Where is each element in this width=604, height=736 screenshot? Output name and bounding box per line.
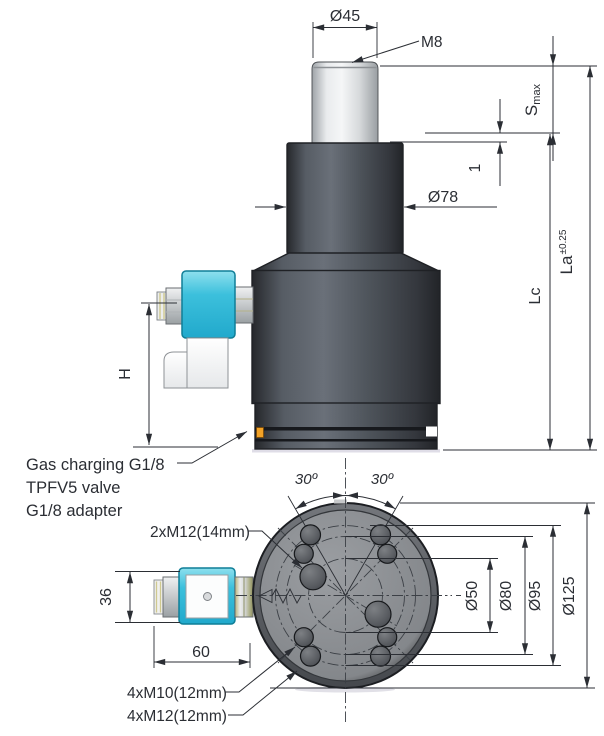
m8-leader	[351, 40, 420, 63]
valve-bracket-left	[163, 351, 188, 389]
bolt-circle-50	[308, 558, 383, 633]
base-rings	[254, 402, 438, 450]
thread-4xm12-label: 4xM12(12mm)	[127, 708, 227, 725]
bottom-view	[153, 458, 461, 722]
thread-4xm10-label: 4xM10(12mm)	[127, 685, 227, 702]
body-dia-label: Ø78	[428, 189, 458, 206]
bolt-circle-95	[275, 525, 416, 666]
h-label: H	[117, 368, 134, 380]
valve-cap-rings-bottom	[155, 581, 162, 613]
side-view-dimensions: Ø45 M8 Smax 1 Ø78 Lc La±0.25 H Ga	[26, 8, 597, 520]
arc-mid-arrow-right	[347, 492, 358, 499]
ext-lines-h	[133, 302, 218, 448]
body-shoulder	[251, 252, 441, 273]
angle-arc	[295, 495, 396, 510]
base-shadow	[252, 449, 440, 453]
nut-facets	[166, 299, 182, 313]
ext-lines-36	[115, 571, 180, 623]
d125-label: Ø125	[561, 576, 578, 615]
nut-facets-2	[235, 298, 253, 312]
leader-2xm12	[248, 530, 303, 569]
hole-m12-top-left	[299, 524, 322, 546]
d95-label: Ø95	[527, 581, 544, 611]
diameter-ext-lines	[270, 502, 595, 689]
dim-36-label: 36	[98, 588, 115, 606]
charging-valve-bottom	[153, 567, 254, 625]
charging-valve-side	[156, 270, 254, 389]
valve-right-nut	[234, 286, 254, 324]
valve-bracket	[186, 337, 229, 389]
gas-port	[256, 427, 264, 438]
hole-m12-deep-left	[299, 563, 327, 591]
thread-label: M8	[421, 34, 443, 51]
d50-label: Ø50	[464, 581, 481, 611]
valve-screw	[203, 592, 212, 601]
valve-cap-bottom	[153, 579, 164, 615]
hole-m12-bottom-left	[299, 645, 322, 667]
smax-label: Smax	[522, 83, 543, 116]
angle-left-label: 30º	[295, 471, 319, 488]
leader-4xm10	[225, 646, 296, 693]
gas-note-3: G1/8 adapter	[26, 502, 123, 520]
gas-note-1: Gas charging G1/8	[26, 456, 165, 474]
hole-m12-top-right	[369, 524, 392, 546]
thread-2xm12-label: 2xM12(14mm)	[150, 524, 250, 541]
la-label: La±0.25	[557, 229, 576, 274]
hole-m12-bottom-right	[369, 645, 392, 667]
valve-cap-rings	[159, 293, 165, 319]
bottom-view-dimensions: 30º 30º Ø50 Ø80 Ø95 Ø125 36 60 2xM12(14m…	[98, 471, 595, 725]
hole-m12-deep-right	[364, 600, 392, 628]
gap-label: 1	[467, 164, 484, 173]
valve-cyl-bottom	[162, 576, 181, 618]
angle-right-label: 30º	[371, 471, 395, 488]
angle-rays-30	[287, 495, 404, 596]
hole-m10-bottom-left	[293, 627, 314, 648]
piston-rod	[311, 61, 379, 145]
side-view	[156, 61, 441, 453]
gas-note-2: TPFV5 valve	[26, 479, 120, 497]
valve-body-cyan	[181, 270, 236, 339]
arc-mid-arrow-left	[333, 492, 344, 499]
base-groove-1	[255, 427, 437, 431]
hole-m10-top-left	[293, 543, 314, 564]
check-valve-symbol	[257, 587, 302, 605]
base-notch	[426, 426, 437, 437]
lower-body	[251, 269, 441, 405]
ext-lines-60	[153, 626, 251, 668]
d80-label: Ø80	[498, 581, 515, 611]
dim-60-label: 60	[192, 644, 210, 661]
base-groove-2	[255, 439, 437, 442]
leader-4xm12	[228, 670, 298, 716]
hole-m10-top-right	[377, 543, 398, 564]
valve-left-nut	[165, 287, 183, 325]
upper-body	[286, 142, 404, 255]
hole-m10-bottom-right	[377, 627, 398, 648]
gas-leader	[177, 431, 248, 464]
dim-rod-dia-label: Ø45	[330, 8, 360, 25]
lc-label: Lc	[527, 288, 544, 305]
